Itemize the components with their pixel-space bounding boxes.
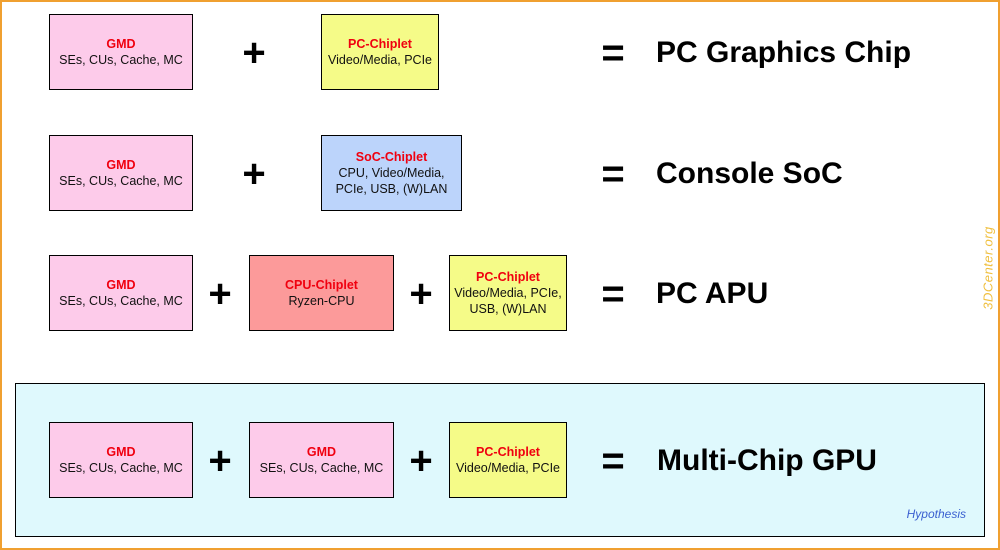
equals-operator: = [601,272,625,316]
chip-desc: PCIe, USB, (W)LAN [335,182,448,196]
chip-desc: Ryzen-CPU [288,294,355,308]
plus-operator: + [208,272,232,316]
chip-desc: SEs, CUs, Cache, MC [59,53,183,67]
chip-title: GMD [306,445,337,459]
gmd-box: GMD SEs, CUs, Cache, MC [49,135,193,211]
result-pc-graphics-chip: PC Graphics Chip [656,36,912,69]
equals-operator: = [601,152,625,196]
gmd-box: GMD SEs, CUs, Cache, MC [49,422,193,498]
chip-desc: USB, (W)LAN [469,302,547,316]
result-multi-chip-gpu: Multi-Chip GPU [657,444,877,477]
cpu-chiplet-box: CPU-Chiplet Ryzen-CPU [249,255,394,331]
chip-title: GMD [106,37,136,51]
result-pc-apu: PC APU [656,277,769,310]
plus-operator: + [242,152,266,196]
chip-title: SoC-Chiplet [355,150,428,164]
plus-operator: + [208,439,232,483]
gmd-box: GMD SEs, CUs, Cache, MC [49,255,193,331]
plus-operator: + [242,31,266,75]
chip-title: GMD [106,158,136,172]
chip-desc: SEs, CUs, Cache, MC [59,461,183,475]
watermark: 3DCenter.org [980,226,996,310]
pc-chiplet-box: PC-Chiplet Video/Media, PCIe, USB, (W)LA… [449,255,567,331]
gmd-box: GMD SEs, CUs, Cache, MC [49,14,193,90]
chip-desc: Video/Media, PCIe, [454,286,562,300]
pc-chiplet-box: PC-Chiplet Video/Media, PCIe [449,422,567,498]
gmd-box: GMD SEs, CUs, Cache, MC [249,422,394,498]
chip-title: PC-Chiplet [348,37,412,51]
chip-desc: CPU, Video/Media, [338,166,445,180]
chip-title: GMD [106,445,136,459]
chip-desc: SEs, CUs, Cache, MC [59,294,183,308]
chip-title: GMD [106,278,136,292]
chip-desc: Video/Media, PCIe [328,53,432,67]
chip-desc: SEs, CUs, Cache, MC [259,461,384,475]
chip-desc: SEs, CUs, Cache, MC [59,174,183,188]
chip-title: PC-Chiplet [476,445,540,459]
equals-operator: = [601,31,625,75]
equals-operator: = [601,439,625,483]
chip-title: CPU-Chiplet [285,278,358,292]
plus-operator: + [409,439,433,483]
soc-chiplet-box: SoC-Chiplet CPU, Video/Media, PCIe, USB,… [321,135,462,211]
result-console-soc: Console SoC [656,157,843,190]
chip-desc: Video/Media, PCIe [456,461,560,475]
chip-title: PC-Chiplet [476,270,540,284]
plus-operator: + [409,272,433,316]
pc-chiplet-box: PC-Chiplet Video/Media, PCIe [321,14,439,90]
hypothesis-label: Hypothesis [906,507,966,521]
